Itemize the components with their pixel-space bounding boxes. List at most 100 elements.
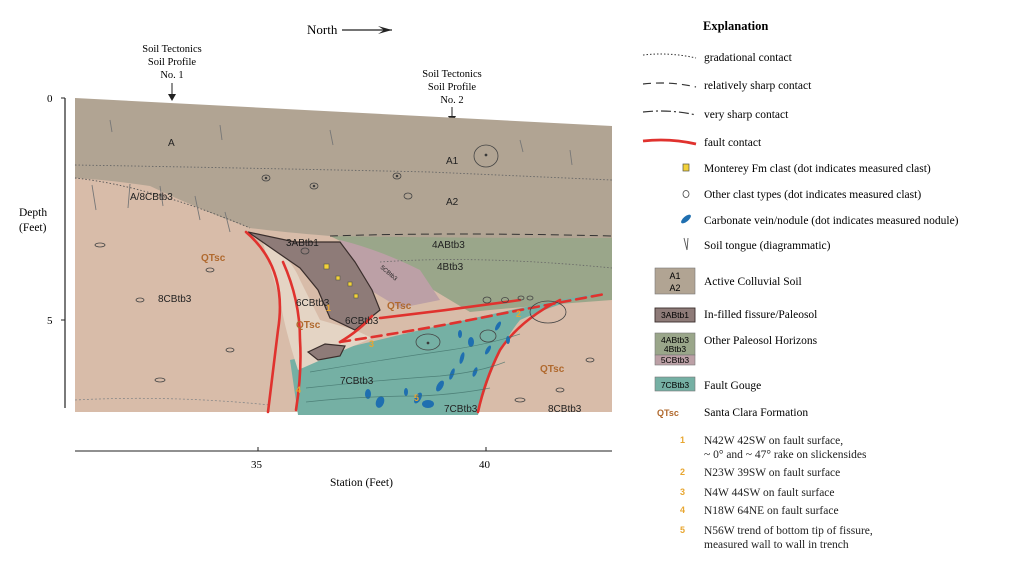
svg-text:N42W 42SW on fault surface,: N42W 42SW on fault surface, [704,435,843,447]
svg-text:QTsc: QTsc [657,408,679,418]
svg-text:Other clast types (dot indicat: Other clast types (dot indicates measure… [704,189,921,201]
north-arrow: North [307,22,392,37]
legend-box-fissure [654,307,696,323]
label-a8cbtb3: A/8CBtb3 [130,192,173,203]
depth-axis: 0 5 Depth (Feet) [19,93,66,408]
unit-a-colluvium [75,98,612,238]
label-8cbtb3-right: 8CBtb3 [548,404,582,415]
svg-text:N56W trend of bottom tip of fi: N56W trend of bottom tip of fissure, [704,525,873,537]
qtsc-label-4: QTsc [540,364,565,375]
svg-text:Active Colluvial Soil: Active Colluvial Soil [704,276,802,288]
svg-text:4Btb3: 4Btb3 [664,344,686,354]
unit-3abtb1-tip [306,343,346,361]
svg-text:3: 3 [680,487,685,497]
soil-tongue-icon [683,237,689,251]
legend-box-colluvial [654,267,696,295]
svg-text:Soil Profile: Soil Profile [148,57,196,68]
label-8cbtb3-left: 8CBtb3 [158,294,192,305]
gradational-contact-icon [642,53,697,59]
marker-5: 5 [414,393,419,403]
legend-box-paleosol-pink [654,354,696,366]
contacts [74,164,613,406]
label-a1: A1 [446,156,459,167]
marker-1: 1 [326,303,331,313]
marker-3: 3 [369,339,374,349]
svg-text:2: 2 [680,467,685,477]
svg-text:A1: A1 [669,271,680,281]
depth-label: Depth [19,207,47,219]
soil-profile-2-label: Soil Tectonics Soil Profile No. 2 [422,69,482,123]
svg-text:N18W 64NE on fault surface: N18W 64NE on fault surface [704,505,839,517]
fault-5 [476,298,562,414]
svg-text:4ABtb3: 4ABtb3 [661,335,689,345]
svg-text:Carbonate vein/nodule (dot ind: Carbonate vein/nodule (dot indicates mea… [704,215,959,227]
svg-text:7CBtb3: 7CBtb3 [661,380,690,390]
gouge-foliation [305,333,521,403]
monterey-clasts [323,263,359,299]
svg-text:N4W 44SW on fault surface: N4W 44SW on fault surface [704,487,835,499]
svg-text:Other Paleosol Horizons: Other Paleosol Horizons [704,335,818,347]
svg-text:No. 1: No. 1 [160,70,183,81]
unit-labels: A A1 A2 A/8CBtb3 3ABtb1 4ABtb3 4Btb3 5CB… [130,138,582,415]
fault-6 [338,314,374,344]
arrow-down-icon [168,94,176,101]
svg-text:4: 4 [680,505,685,515]
qtsc-label-1: QTsc [201,253,226,264]
qtsc-label-3: QTsc [387,301,412,312]
svg-text:No. 2: No. 2 [440,95,463,106]
unit-3abtb1 [247,231,381,331]
fault-1 [244,230,282,414]
label-7cbtb3-a: 7CBtb3 [340,376,374,387]
label-3abtb1: 3ABtb1 [286,238,319,249]
svg-text:Soil Profile: Soil Profile [428,82,476,93]
station-tick-40: 40 [479,459,491,471]
svg-text:3ABtb1: 3ABtb1 [661,310,689,320]
station-label: Station (Feet) [330,477,393,489]
svg-text:Soil tongue (diagrammatic): Soil tongue (diagrammatic) [704,240,831,252]
marker-4: 4 [296,385,301,395]
svg-text:5: 5 [680,525,685,535]
label-6cbtb3-a: 6CBtb3 [296,298,330,309]
qtsc-labels: QTsc QTsc QTsc QTsc [201,253,565,375]
station-tick-35: 35 [251,459,263,471]
depth-tick-0: 0 [47,93,53,105]
label-a2: A2 [446,197,459,208]
svg-text:5CBtb3: 5CBtb3 [661,355,690,365]
fault-2 [281,260,302,412]
svg-text:A2: A2 [669,283,680,293]
svg-text:relatively sharp contact: relatively sharp contact [704,80,812,92]
svg-text:Fault Gouge: Fault Gouge [704,380,761,392]
qtsc-label-2: QTsc [296,320,321,331]
unit-4abtb3 [330,234,612,312]
measurement-markers: 1 2 3 4 5 [296,303,521,403]
depth-tick-5: 5 [47,315,53,327]
fault-3 [338,292,607,344]
label-a: A [168,138,175,149]
station-axis: 35 40 Station (Feet) [75,447,612,489]
explanation-legend: Explanation gradational contact relative… [642,19,959,551]
soil-tongue-marks [91,119,573,233]
label-7cbtb3-b: 7CBtb3 [444,404,478,415]
svg-text:~ 0° and ~ 47° rake on slicken: ~ 0° and ~ 47° rake on slickensides [704,449,867,461]
svg-text:gradational contact: gradational contact [704,52,793,64]
depth-unit: (Feet) [19,222,47,234]
svg-text:fault contact: fault contact [704,137,762,149]
svg-text:N23W 39SW on fault surface: N23W 39SW on fault surface [704,467,840,479]
svg-text:very sharp contact: very sharp contact [704,109,789,121]
label-6cbtb3-b: 6CBtb3 [345,316,379,327]
soil-profile-1-label: Soil Tectonics Soil Profile No. 1 [142,44,202,101]
label-4abtb3: 4ABtb3 [432,240,465,251]
fault-contact-icon [642,138,697,146]
svg-text:measured wall to wall in trenc: measured wall to wall in trench [704,539,849,551]
svg-text:Santa Clara Formation: Santa Clara Formation [704,407,808,419]
other-clasts [94,144,595,403]
legend-box-gouge [654,376,696,392]
monterey-clast-icon [682,163,690,172]
sharp-contact-icon [642,82,697,88]
svg-text:1: 1 [680,435,685,445]
other-clast-icon [682,190,690,198]
legend-title: Explanation [703,19,768,33]
north-label: North [307,22,338,37]
carbonate-nodules [365,321,510,408]
